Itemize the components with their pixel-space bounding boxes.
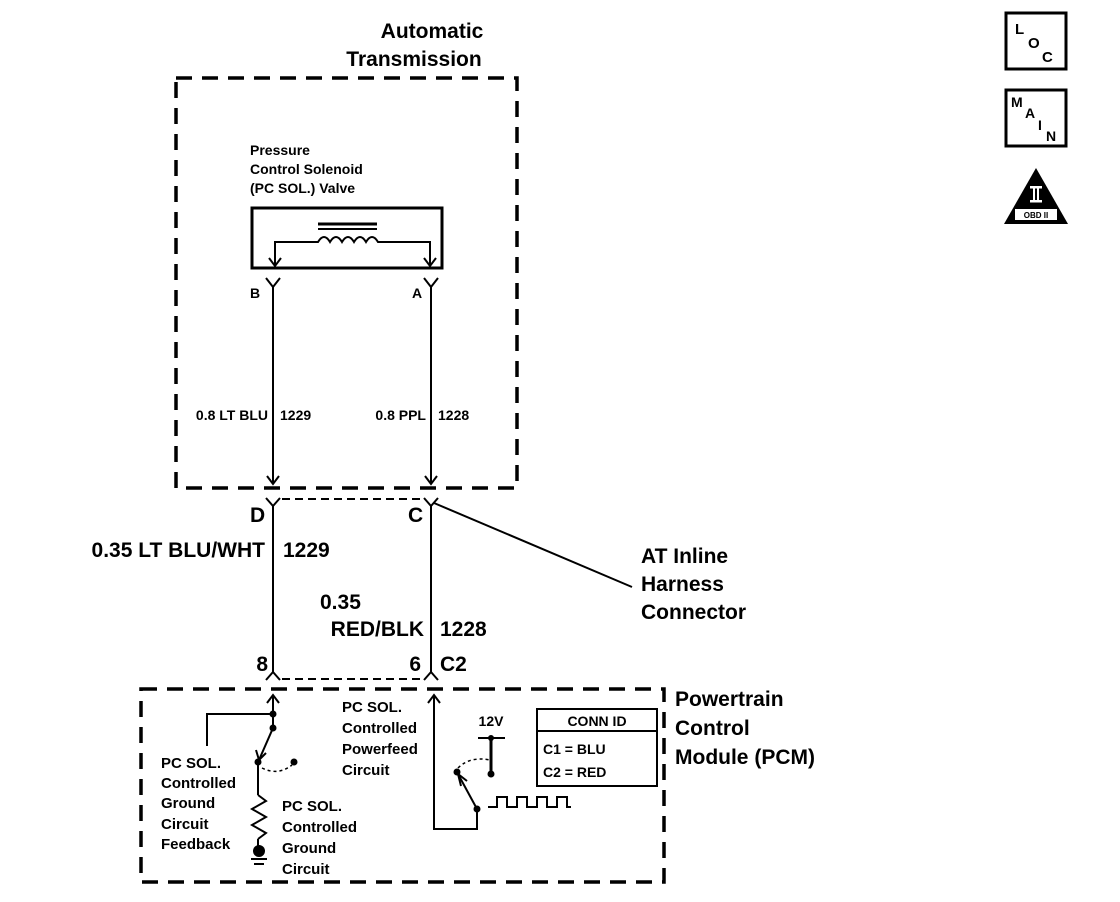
- pcm-title-line2: Control: [675, 717, 750, 740]
- svg-text:I: I: [1038, 117, 1042, 133]
- feedback-label-line4: Circuit: [161, 816, 209, 833]
- pin-c-label: C: [408, 504, 423, 527]
- loc-icon[interactable]: L O C: [1004, 11, 1068, 71]
- terminal-a-connector-icon: [423, 277, 439, 289]
- pin-8-connector-icon: [265, 670, 281, 681]
- powerfeed-label-line4: Circuit: [342, 762, 390, 779]
- pcm-boundary: [139, 687, 666, 884]
- solenoid-label-line2: Control Solenoid: [250, 161, 363, 177]
- powerfeed-label-line1: PC SOL.: [342, 699, 402, 716]
- svg-text:N: N: [1046, 128, 1056, 144]
- obd-ii-icon[interactable]: OBD II: [1004, 168, 1068, 224]
- feedback-label-line2: Controlled: [161, 775, 236, 792]
- powerfeed-switch-icon: [457, 773, 478, 810]
- wire-1228-internal-circuit: 1228: [438, 407, 469, 423]
- pwm-signal-icon: [488, 796, 571, 808]
- solenoid-valve: [250, 206, 444, 270]
- svg-text:M: M: [1011, 94, 1023, 110]
- solenoid-label-line1: Pressure: [250, 142, 310, 158]
- ground-icon: [253, 845, 265, 857]
- ground-label-line3: Ground: [282, 840, 336, 857]
- wire-1229-harness-circuit: 1229: [283, 539, 330, 562]
- svg-text:O: O: [1028, 35, 1040, 52]
- powerfeed-circuit: [427, 693, 571, 830]
- wire-1229-internal-circuit: 1229: [280, 407, 311, 423]
- wire-1228-harness-color: RED/BLK: [331, 618, 424, 641]
- main-icon[interactable]: M A I N: [1004, 88, 1068, 148]
- conn-id-row-1: C1 = BLU: [543, 741, 606, 757]
- terminal-b-connector-icon: [265, 277, 281, 289]
- ground-label-line1: PC SOL.: [282, 798, 342, 815]
- solenoid-label-line3: (PC SOL.) Valve: [250, 180, 355, 196]
- transmission-title-line2: Transmission: [346, 48, 481, 71]
- inline-connector-label-line3: Connector: [641, 601, 746, 624]
- wire-1229-internal-color: 0.8 LT BLU: [196, 407, 268, 423]
- terminal-b: B: [250, 285, 260, 301]
- ground-switch-icon: [258, 727, 274, 761]
- ground-circuit: [206, 693, 298, 865]
- resistor-icon: [249, 794, 269, 840]
- powerfeed-label-line2: Controlled: [342, 720, 417, 737]
- ground-label-line2: Controlled: [282, 819, 357, 836]
- ground-label-line4: Circuit: [282, 861, 330, 878]
- wire-1228-harness-gauge: 0.35: [320, 591, 361, 614]
- connector-leader-line: [433, 502, 633, 588]
- conn-id-table: CONN ID C1 = BLU C2 = RED: [536, 708, 658, 787]
- pcm-connector-id: C2: [440, 653, 467, 676]
- pin-6-label: 6: [409, 653, 421, 676]
- wire-1228-internal-color: 0.8 PPL: [375, 407, 426, 423]
- pin-8-label: 8: [256, 653, 268, 676]
- conn-id-header: CONN ID: [567, 713, 626, 729]
- feedback-label-line5: Feedback: [161, 836, 231, 853]
- svg-text:A: A: [1025, 105, 1035, 121]
- inline-connector-label-line1: AT Inline: [641, 545, 728, 568]
- powerfeed-label-line3: Powerfeed: [342, 741, 418, 758]
- voltage-label: 12V: [479, 713, 505, 729]
- pin-6-connector-icon: [423, 670, 439, 681]
- feedback-label-line1: PC SOL.: [161, 755, 221, 772]
- transmission-boundary: [174, 76, 519, 490]
- terminal-a: A: [412, 285, 422, 301]
- pcm-title-line1: Powertrain: [675, 688, 784, 711]
- feedback-label-line3: Ground: [161, 795, 215, 812]
- inline-connector-label-line2: Harness: [641, 573, 724, 596]
- conn-id-row-2: C2 = RED: [543, 764, 606, 780]
- svg-text:OBD II: OBD II: [1024, 211, 1048, 220]
- pin-d-connector-icon: [265, 497, 281, 508]
- pin-d-label: D: [250, 504, 265, 527]
- coil-icon: [274, 236, 431, 266]
- wire-1228-harness-circuit: 1228: [440, 618, 487, 641]
- transmission-title-line1: Automatic: [381, 20, 484, 43]
- svg-text:L: L: [1015, 21, 1024, 38]
- pcm-title-line3: Module (PCM): [675, 746, 815, 769]
- svg-text:C: C: [1042, 49, 1053, 66]
- wire-1229-harness-color: 0.35 LT BLU/WHT: [92, 539, 266, 562]
